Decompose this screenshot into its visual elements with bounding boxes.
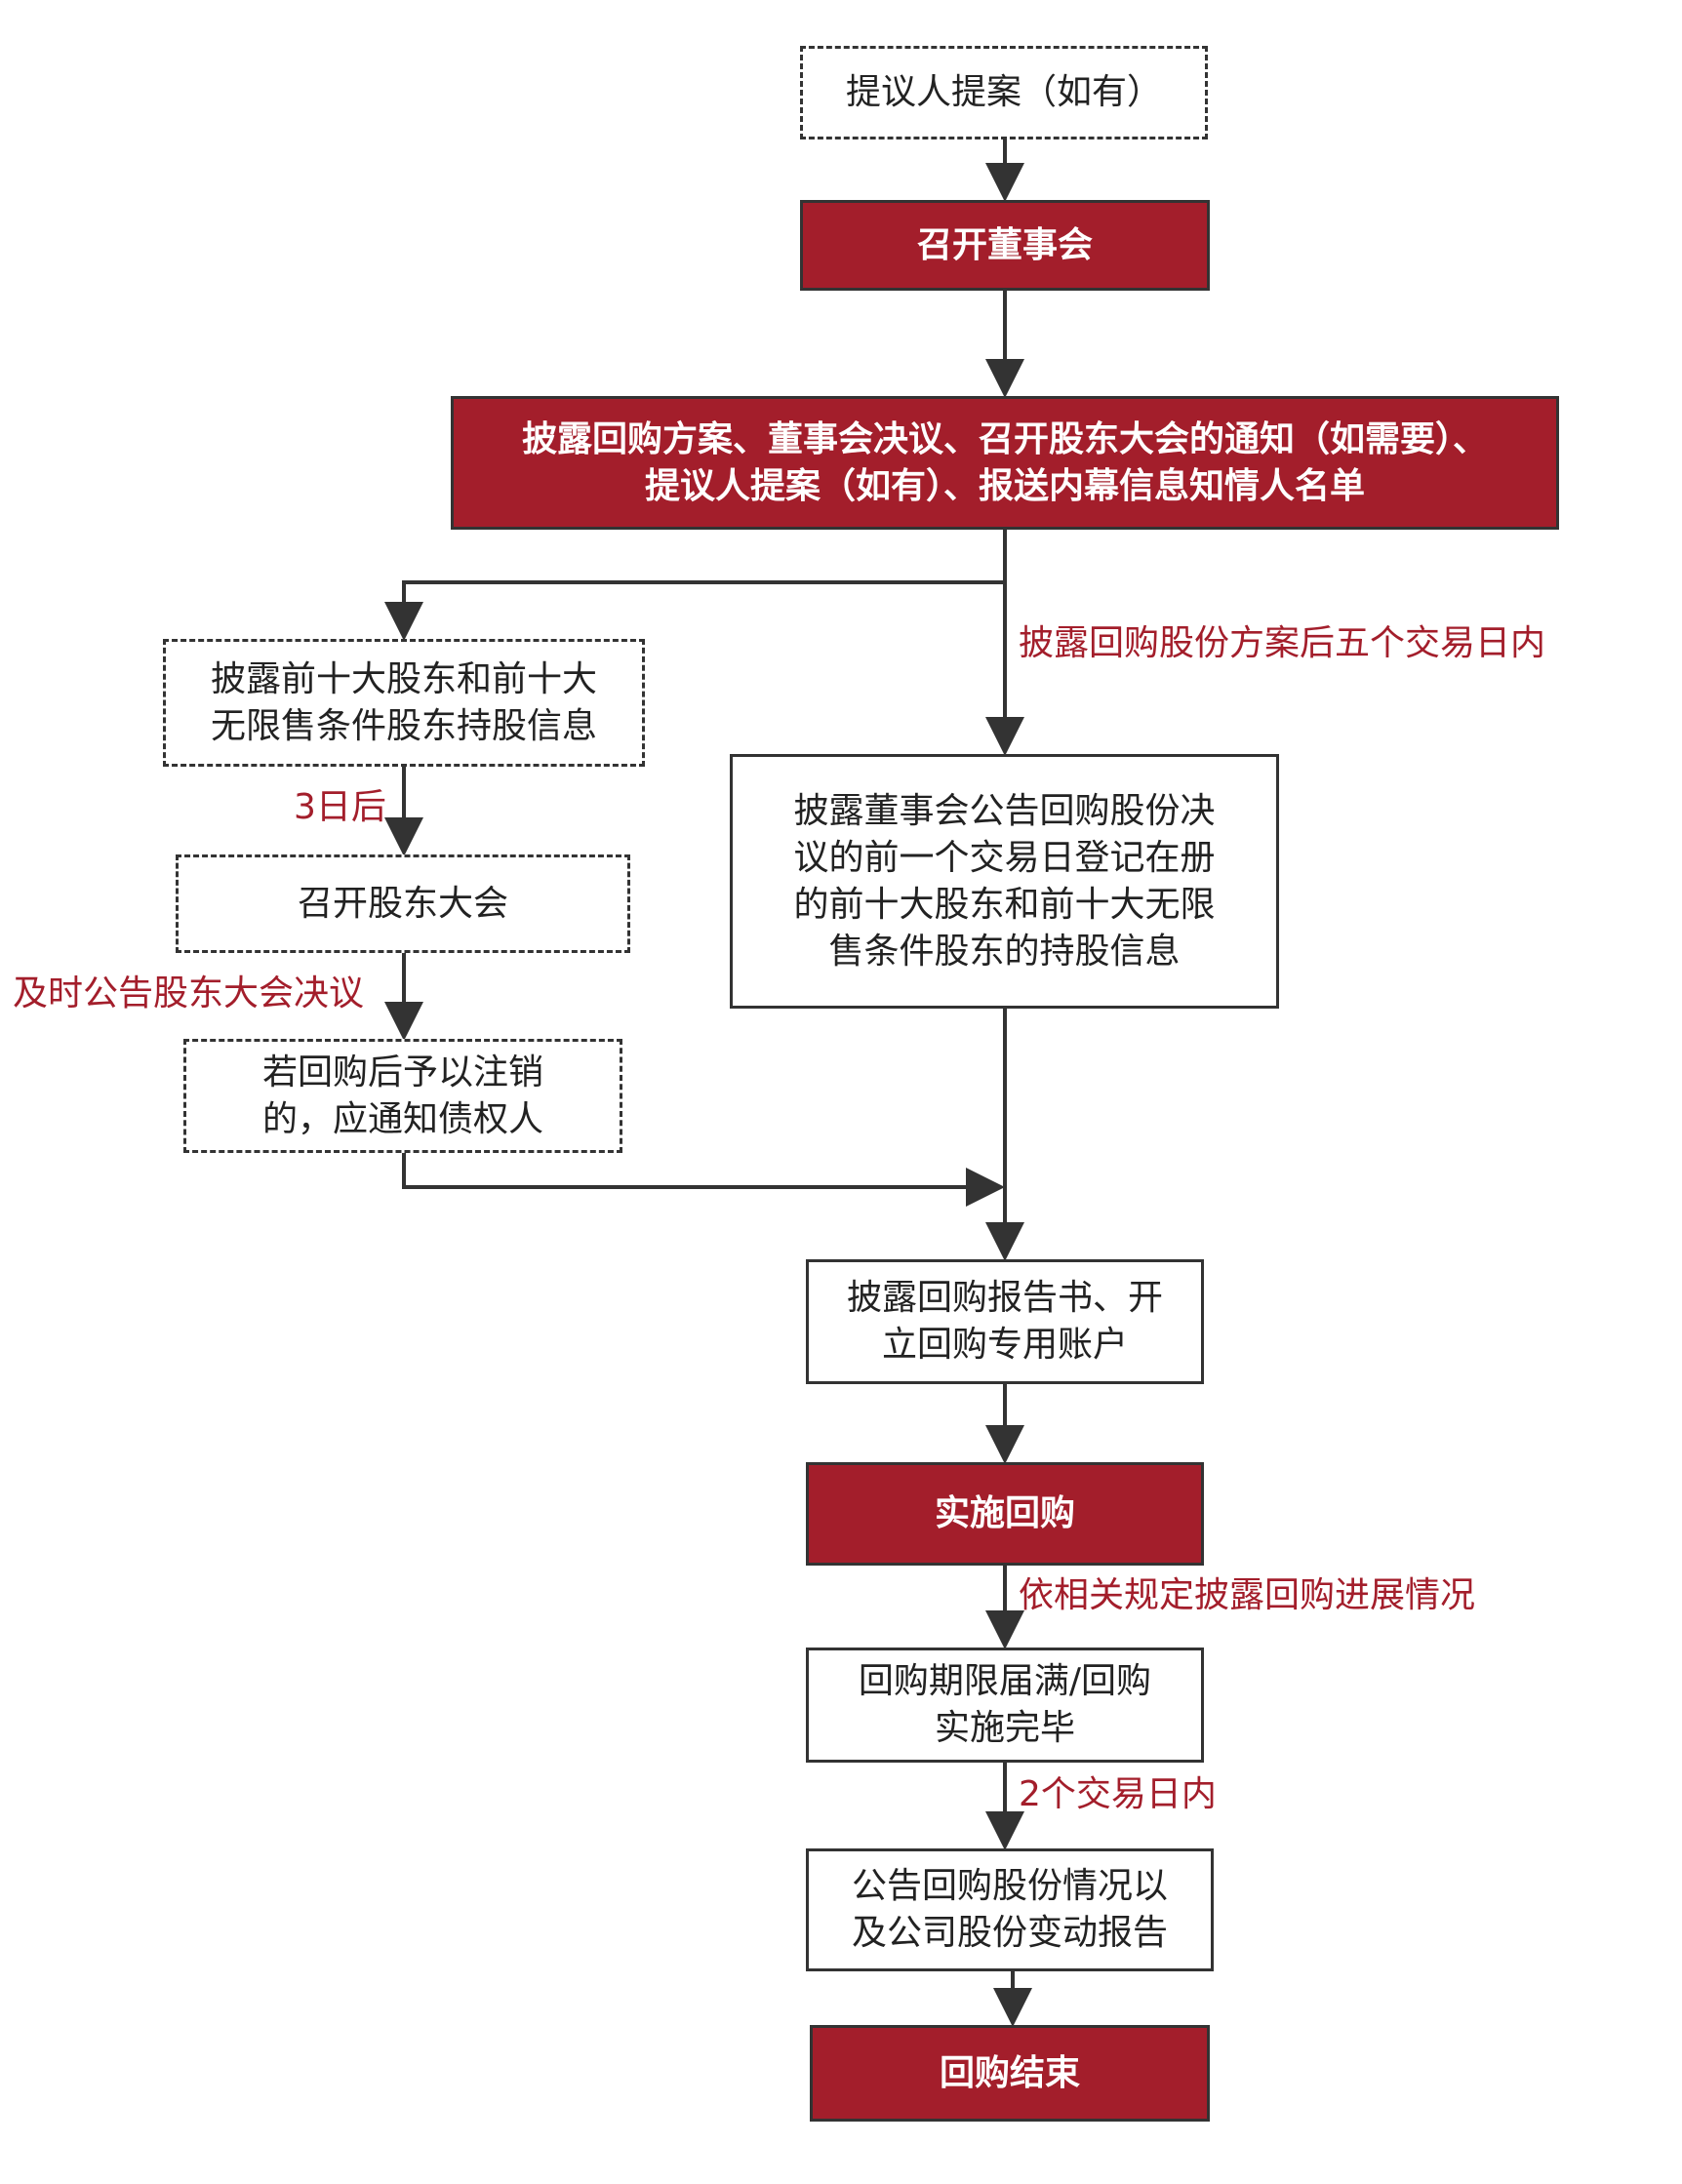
top10-holders-node: 披露前十大股东和前十大无限售条件股东持股信息 — [163, 639, 645, 767]
board-announce-holders-node: 披露董事会公告回购股份决议的前一个交易日登记在册的前十大股东和前十大无限售条件股… — [730, 754, 1279, 1009]
label-three-days: 3日后 — [294, 787, 386, 827]
label-progress-disclosure: 依相关规定披露回购进展情况 — [1019, 1575, 1476, 1615]
period-end-node: 回购期限届满/回购实施完毕 — [806, 1648, 1204, 1763]
disclose-plan-node-text: 披露回购方案、董事会决议、召开股东大会的通知（如需要）、提议人提案（如有）、报送… — [522, 418, 1489, 506]
disclose-plan-node: 披露回购方案、董事会决议、召开股东大会的通知（如需要）、提议人提案（如有）、报送… — [451, 396, 1559, 530]
label-two-trading-days: 2个交易日内 — [1019, 1774, 1217, 1814]
notify-creditors-node: 若回购后予以注销的，应通知债权人 — [183, 1039, 622, 1153]
report-account-node-text: 披露回购报告书、开立回购专用账户 — [846, 1278, 1163, 1365]
label-five-trading-days: 披露回购股份方案后五个交易日内 — [1019, 623, 1546, 663]
arrow-disclose-to-top10 — [384, 530, 1007, 641]
announce-result-node: 公告回购股份情况以及公司股份变动报告 — [806, 1848, 1214, 1971]
end-node: 回购结束 — [810, 2025, 1210, 2122]
end-node-text: 回购结束 — [939, 2052, 1080, 2093]
board-meeting-node-text: 召开董事会 — [916, 224, 1093, 265]
shareholder-meeting-node: 召开股东大会 — [176, 854, 630, 953]
shareholder-meeting-node-text: 召开股东大会 — [297, 883, 508, 924]
proposal-node: 提议人提案（如有） — [800, 46, 1208, 139]
board-meeting-node: 召开董事会 — [800, 200, 1210, 291]
top10-holders-node-text: 披露前十大股东和前十大无限售条件股东持股信息 — [210, 658, 597, 746]
proposal-node-text: 提议人提案（如有） — [845, 72, 1162, 112]
label-timely-announce: 及时公告股东大会决议 — [13, 973, 365, 1013]
report-account-node: 披露回购报告书、开立回购专用账户 — [806, 1259, 1204, 1384]
board-announce-holders-node-text: 披露董事会公告回购股份决议的前一个交易日登记在册的前十大股东和前十大无限售条件股… — [793, 790, 1216, 972]
implement-node: 实施回购 — [806, 1462, 1204, 1566]
period-end-node-text: 回购期限届满/回购实施完毕 — [858, 1661, 1152, 1748]
notify-creditors-node-text: 若回购后予以注销的，应通知债权人 — [261, 1052, 543, 1139]
implement-node-text: 实施回购 — [934, 1493, 1075, 1533]
arrow-notify-to-merge — [402, 1153, 1005, 1207]
announce-result-node-text: 公告回购股份情况以及公司股份变动报告 — [851, 1866, 1168, 1953]
